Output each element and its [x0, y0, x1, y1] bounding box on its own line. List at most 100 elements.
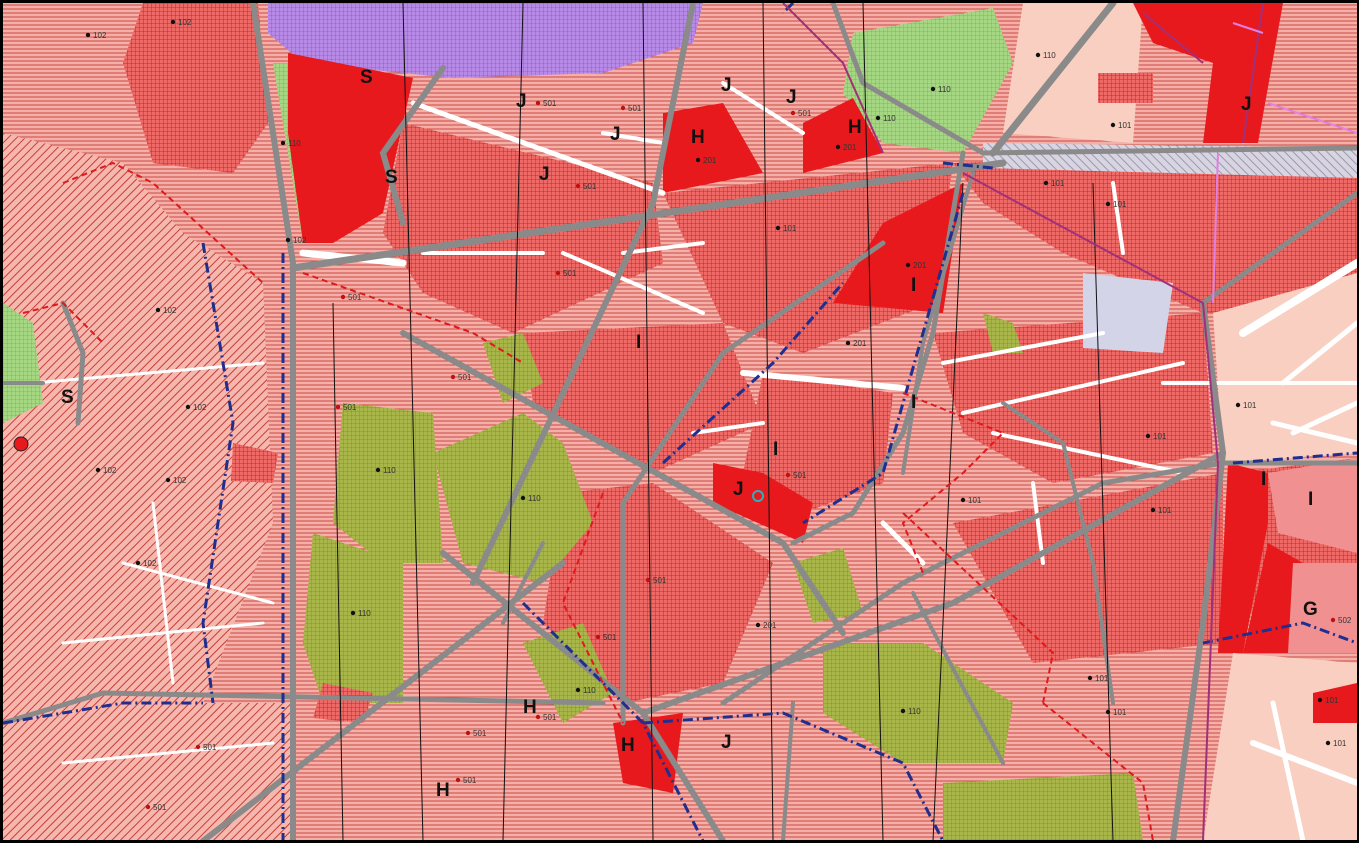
parcel-point-icon [85, 32, 91, 38]
commercial-zone-h3[interactable] [613, 713, 683, 793]
parcel-point-icon [1325, 740, 1331, 746]
parcel-point-icon [1150, 507, 1156, 513]
parcel-point-icon [135, 560, 141, 566]
right-of-way-lines [782, 3, 1264, 840]
commercial-zone-h2[interactable] [803, 98, 883, 173]
parcel-point-icon [1235, 402, 1241, 408]
zone-label: H [621, 735, 635, 756]
zone-label: J [516, 91, 527, 112]
map-canvas[interactable]: SSSJJJJJJJJHHHHHIIIIIIG10110110110110110… [3, 3, 1357, 841]
parcel-code: 102 [293, 236, 307, 245]
parcel-point-icon [155, 307, 161, 313]
parcel-point-icon [465, 730, 471, 736]
parcel-point-icon [335, 404, 341, 410]
parcel-code: 102 [173, 476, 187, 485]
parcel-code: 110 [883, 114, 896, 123]
parcel-code: 110 [583, 686, 596, 695]
arterial-roads [3, 3, 1357, 840]
zone-area-i-right[interactable] [1268, 458, 1357, 553]
special-use-block [1083, 273, 1173, 353]
green-park-3[interactable] [303, 533, 403, 703]
zone-label: S [385, 167, 398, 188]
parcel-code: 102 [193, 403, 207, 412]
parcel-code: 501 [473, 729, 487, 738]
zone-label: I [1308, 489, 1313, 510]
parcel-point-icon [455, 777, 461, 783]
parcel-code: 101 [1095, 674, 1109, 683]
zone-area-left[interactable] [3, 133, 273, 723]
zone-label: S [360, 67, 373, 88]
parcel-code: 501 [348, 293, 362, 302]
parcel-code: 201 [703, 156, 717, 165]
zone-label: J [610, 124, 621, 145]
zone-area-dense-9[interactable] [953, 473, 1223, 663]
purple-zone-top[interactable] [268, 3, 703, 78]
zone-area-dense-4[interactable] [953, 153, 1357, 313]
parcel-code: 501 [798, 109, 812, 118]
parcel-code: 201 [853, 339, 867, 348]
commercial-zone-s[interactable] [288, 53, 413, 243]
parcel-point-icon [930, 86, 936, 92]
parcel-point-icon [785, 472, 791, 478]
zone-area-dense-2[interactable] [383, 123, 663, 333]
parcel-code: 101 [1113, 200, 1127, 209]
parcel-code: 501 [463, 776, 477, 785]
zone-area-bottom-left[interactable] [3, 703, 293, 841]
zone-area-light-top[interactable] [1003, 3, 1143, 143]
commercial-zone-j1[interactable] [713, 463, 813, 543]
zone-area-dense-6[interactable] [743, 373, 893, 513]
green-patch-2[interactable] [523, 623, 613, 723]
parcel-code: 501 [458, 373, 472, 382]
zone-label: J [539, 164, 550, 185]
green-park-4[interactable] [823, 643, 1013, 763]
zone-area-g[interactable] [1288, 563, 1357, 653]
parcel-point-icon [375, 467, 381, 473]
green-patch-4[interactable] [983, 313, 1023, 353]
parcel-point-icon [1110, 122, 1116, 128]
parcel-block [1313, 683, 1357, 723]
parcel-code: 102 [93, 31, 107, 40]
parcel-point-icon [280, 140, 286, 146]
parcel-code: 201 [763, 621, 777, 630]
parcel-point-icon [905, 262, 911, 268]
zone-area-light-right[interactable] [1213, 273, 1357, 463]
pink-boundary [1212, 22, 1357, 304]
commercial-zone-i-right[interactable] [1218, 463, 1268, 653]
parcel-point-icon [1317, 697, 1323, 703]
parcel-point-icon [1043, 180, 1049, 186]
parcel-code: 110 [1043, 51, 1056, 60]
parcel-code: 102 [143, 559, 157, 568]
zone-area-dense-8[interactable] [933, 313, 1213, 483]
administrative-boundaries [3, 3, 1357, 840]
parcel-code: 102 [103, 466, 117, 475]
parcel-point-icon [340, 294, 346, 300]
map-marker-icon[interactable] [13, 436, 29, 452]
parcel-code: 101 [1325, 696, 1339, 705]
parcel-code: 501 [153, 803, 167, 812]
commercial-zone-i1[interactable] [833, 183, 963, 313]
zone-label: I [636, 332, 641, 353]
parcel-point-icon [1105, 201, 1111, 207]
green-strip-far-left[interactable] [3, 303, 43, 423]
parcel-point-icon [835, 144, 841, 150]
commercial-zone-h1[interactable] [663, 103, 763, 193]
commercial-zone-j-topright[interactable] [1133, 3, 1283, 143]
parcel-code: 110 [528, 494, 541, 503]
green-patch-3[interactable] [793, 548, 863, 623]
parcel-point-icon [535, 100, 541, 106]
parcel-code: 501 [343, 403, 357, 412]
parcel-code: 102 [163, 306, 177, 315]
parcel-code: 501 [543, 713, 557, 722]
parcel-code: 110 [358, 609, 371, 618]
highlight-marker-icon[interactable] [752, 490, 764, 502]
zone-area-dense-7[interactable] [543, 483, 773, 703]
green-area-top-right[interactable] [843, 8, 1013, 153]
parcel-point-icon [535, 714, 541, 720]
zone-area-dense-5[interactable] [523, 323, 763, 473]
survey-lines [332, 3, 1114, 840]
parcel-point-icon [555, 270, 561, 276]
green-park-5[interactable] [943, 773, 1143, 841]
zone-label: H [691, 127, 705, 148]
